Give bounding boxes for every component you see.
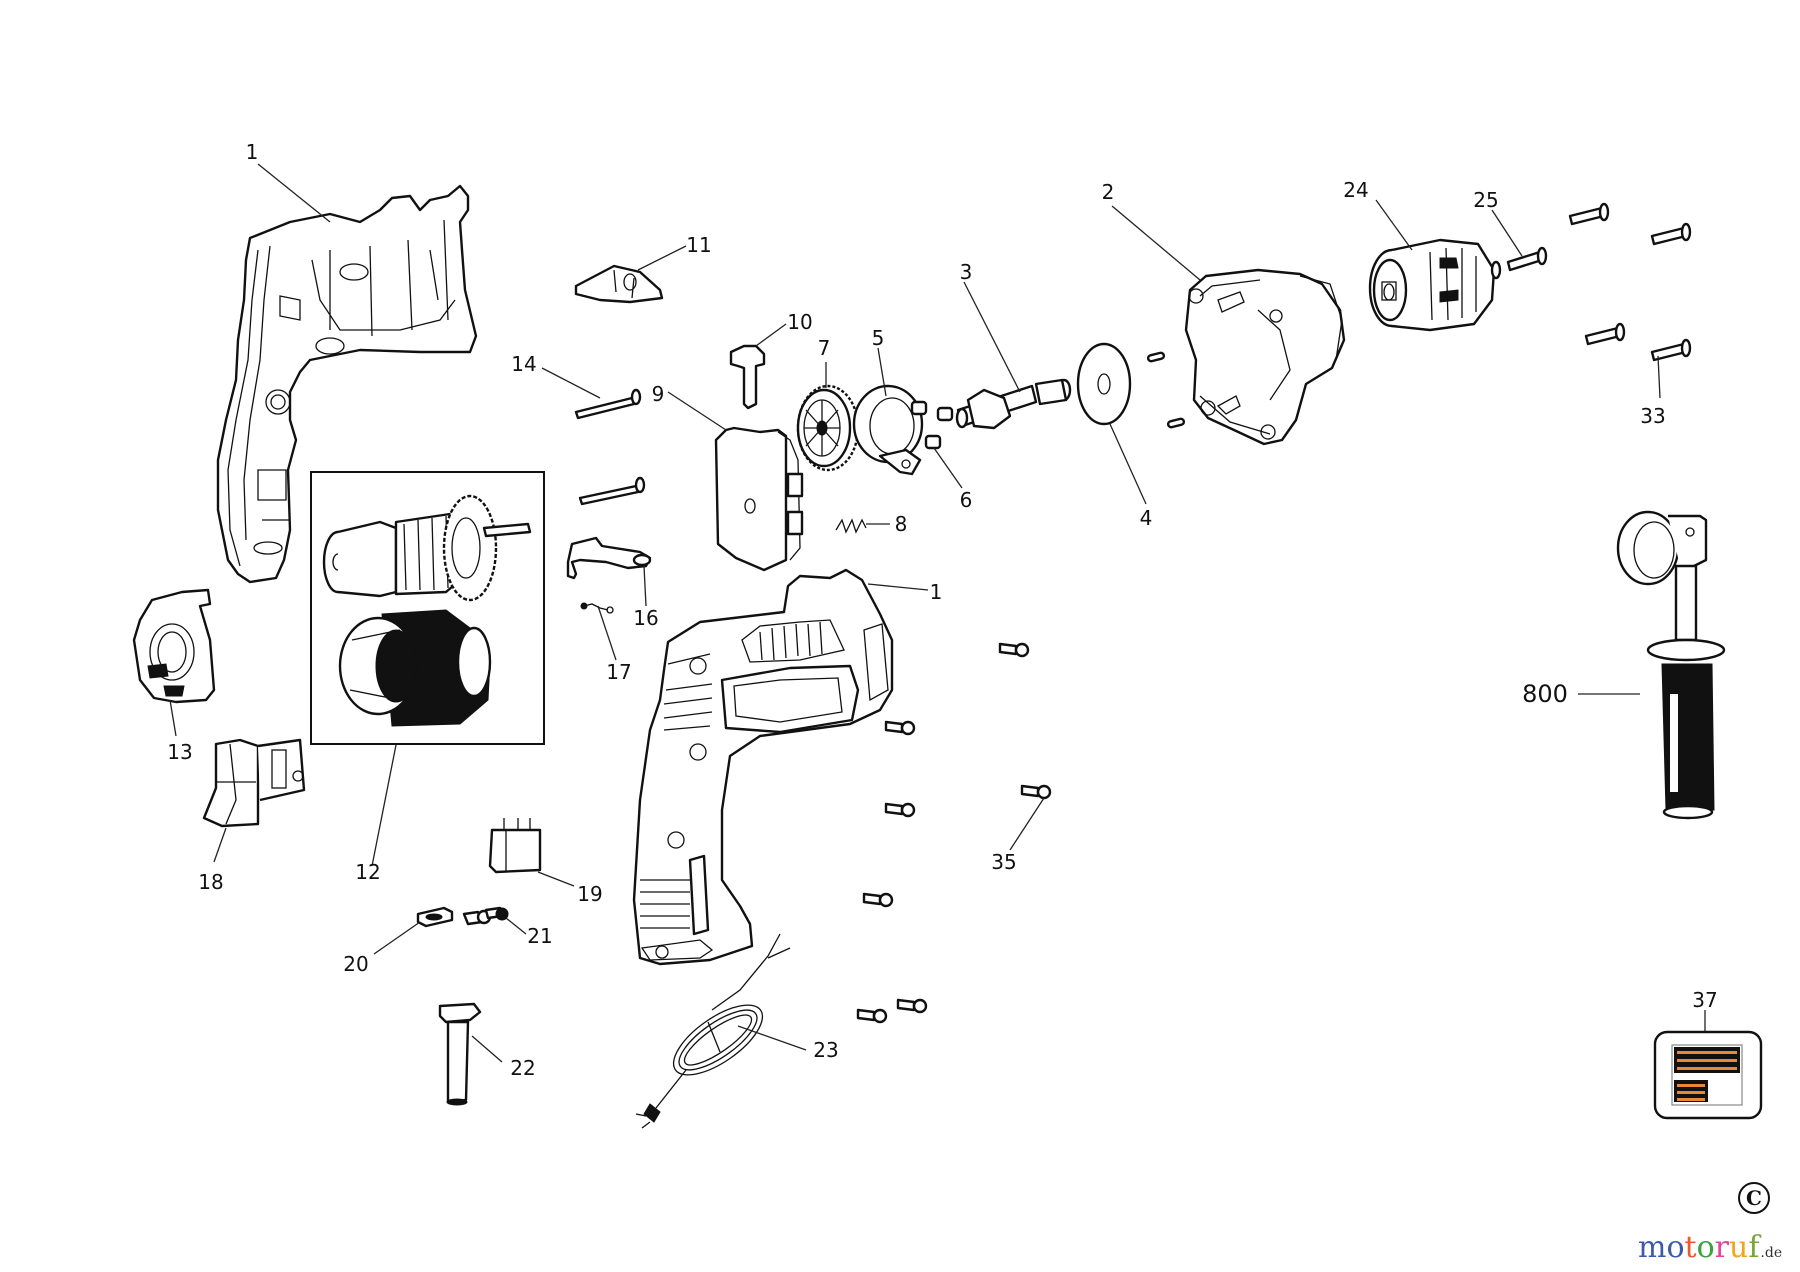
callout-3-spindle: 3: [959, 260, 973, 284]
warning-label[interactable]: [1653, 1010, 1763, 1120]
cord-protector[interactable]: [438, 1002, 503, 1106]
pins[interactable]: [910, 400, 963, 489]
screw-25[interactable]: [1491, 209, 1548, 272]
callout-12-motor-assembly: 12: [355, 860, 381, 884]
capacitor[interactable]: [488, 818, 575, 887]
brand-letter: r: [1714, 1230, 1729, 1265]
brand-letter: f: [1748, 1230, 1760, 1265]
spring-clip[interactable]: [580, 602, 617, 661]
screws-21[interactable]: [462, 906, 527, 935]
housing-screw[interactable]: [884, 802, 916, 818]
screw[interactable]: [1650, 222, 1692, 246]
callout-16-switch-lever: 16: [633, 606, 659, 630]
housing-screw[interactable]: [998, 642, 1030, 658]
callout-23-power-cord: 23: [813, 1038, 839, 1062]
gear[interactable]: [796, 362, 860, 472]
brush-holder[interactable]: [132, 588, 216, 737]
brand-letter: m: [1638, 1230, 1667, 1265]
brand-letter: t: [1684, 1230, 1697, 1265]
screw[interactable]: [1568, 202, 1610, 226]
gear-housing[interactable]: [1111, 205, 1346, 446]
callout-800-side-handle: 800: [1522, 680, 1568, 708]
callout-9-cover-plate: 9: [651, 382, 665, 406]
housing-screw[interactable]: [856, 1008, 888, 1024]
callout-24-chuck: 24: [1343, 178, 1369, 202]
brand-letter: o: [1696, 1230, 1715, 1265]
callout-10-lever: 10: [787, 310, 813, 334]
callout-18-switch: 18: [198, 870, 224, 894]
bearing-ring[interactable]: [852, 347, 924, 476]
callout-2-gear-housing: 2: [1101, 180, 1115, 204]
housing-left-shell[interactable]: [216, 163, 478, 584]
screw-33[interactable]: [1650, 338, 1692, 399]
callout-7-gear: 7: [817, 336, 831, 360]
callout-14-long-screws: 14: [511, 352, 537, 376]
brand-tld: .de: [1760, 1245, 1783, 1261]
drill-chuck[interactable]: [1368, 199, 1502, 332]
brand-letter: o: [1666, 1230, 1685, 1265]
callout-11-cord-clamp: 11: [686, 233, 712, 257]
lever[interactable]: [729, 323, 787, 410]
housing-screw[interactable]: [862, 892, 894, 908]
brand-logo: motoruf.de: [1638, 1230, 1782, 1265]
switch[interactable]: [202, 738, 306, 863]
screw[interactable]: [1584, 322, 1626, 346]
callout-37-label: 37: [1692, 988, 1718, 1012]
callout-17-spring-clip: 17: [606, 660, 632, 684]
spring[interactable]: [835, 518, 890, 534]
housing-screw-35[interactable]: [1009, 784, 1052, 851]
long-screw[interactable]: [574, 388, 642, 420]
callout-19-capacitor: 19: [577, 882, 603, 906]
callout-25-screw: 25: [1473, 188, 1499, 212]
brand-letter: u: [1728, 1230, 1749, 1265]
cover-plate[interactable]: [667, 391, 804, 572]
long-screw-2[interactable]: [578, 476, 646, 506]
callout-35-housing-screws: 35: [991, 850, 1017, 874]
callout-5-bearing-ring: 5: [871, 326, 885, 350]
spindle[interactable]: [955, 281, 1072, 430]
armature-field-assembly[interactable]: [310, 471, 545, 867]
power-cord[interactable]: [635, 933, 807, 1129]
strain-relief-plate[interactable]: [373, 906, 454, 955]
callout-1-left-housing: 1: [245, 140, 259, 164]
housing-right-shell[interactable]: [632, 568, 929, 966]
callout-20-strain-relief: 20: [343, 952, 369, 976]
switch-lever[interactable]: [566, 536, 652, 607]
callout-13-brush-holder: 13: [167, 740, 193, 764]
housing-screw[interactable]: [896, 998, 928, 1014]
callout-1-right-housing: 1: [929, 580, 943, 604]
dowel-pins[interactable]: [1146, 351, 1186, 429]
cord-clamp[interactable]: [574, 245, 687, 304]
callout-6-pins: 6: [959, 488, 973, 512]
callout-4-washer: 4: [1139, 506, 1153, 530]
washer[interactable]: [1076, 342, 1147, 505]
auxiliary-side-handle[interactable]: [1578, 510, 1726, 820]
callout-33-screws: 33: [1640, 404, 1666, 428]
callout-22-cord-protector: 22: [510, 1056, 536, 1080]
callout-8-spring: 8: [894, 512, 908, 536]
copyright-icon: C: [1738, 1182, 1770, 1214]
housing-screw[interactable]: [884, 720, 916, 736]
callout-21-screws: 21: [527, 924, 553, 948]
